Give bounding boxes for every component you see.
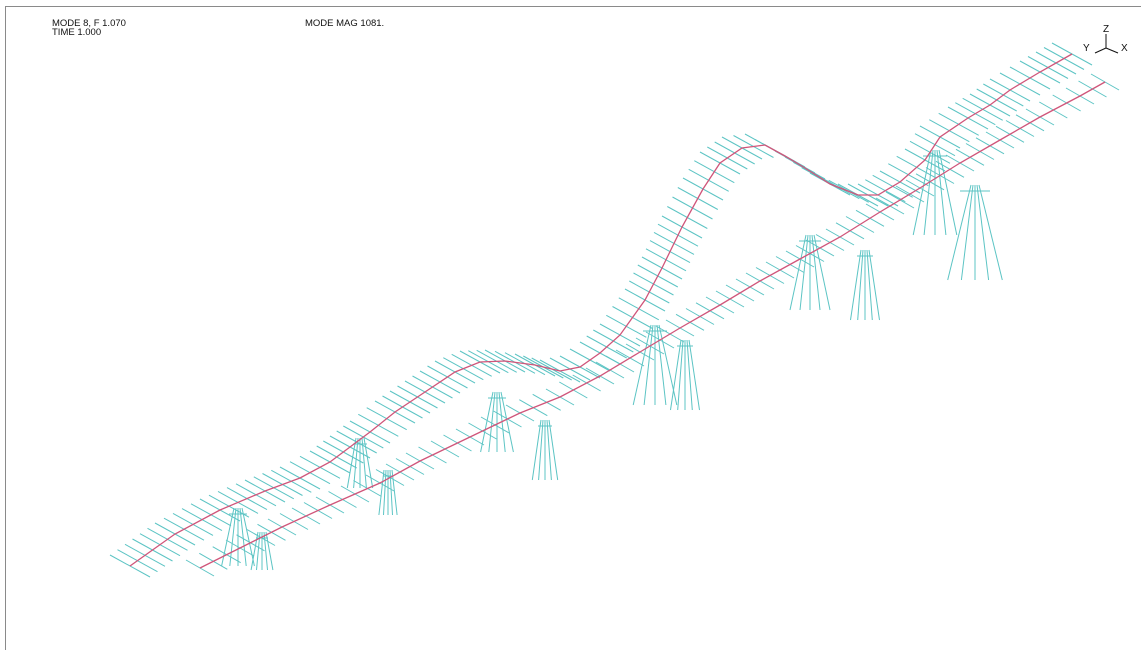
undeformed-deck-centerline [199, 81, 1106, 569]
support-columns [221, 149, 1003, 571]
time-label: TIME 1.000 [52, 27, 102, 38]
mode-frequency-label: MODE 8, F 1.070 [52, 18, 126, 29]
mesh-lines [109, 42, 1120, 578]
axis-y-label: Y [1083, 43, 1090, 54]
axis-x-label: X [1121, 43, 1128, 54]
mode-magnitude-label: MODE MAG 1081. [305, 18, 385, 29]
deformed-deck-centerline [129, 53, 1073, 567]
coordinate-triad-icon: Z Y X [1083, 24, 1128, 54]
axis-z-label: Z [1103, 24, 1109, 35]
model-viewport[interactable] [5, 6, 1141, 650]
